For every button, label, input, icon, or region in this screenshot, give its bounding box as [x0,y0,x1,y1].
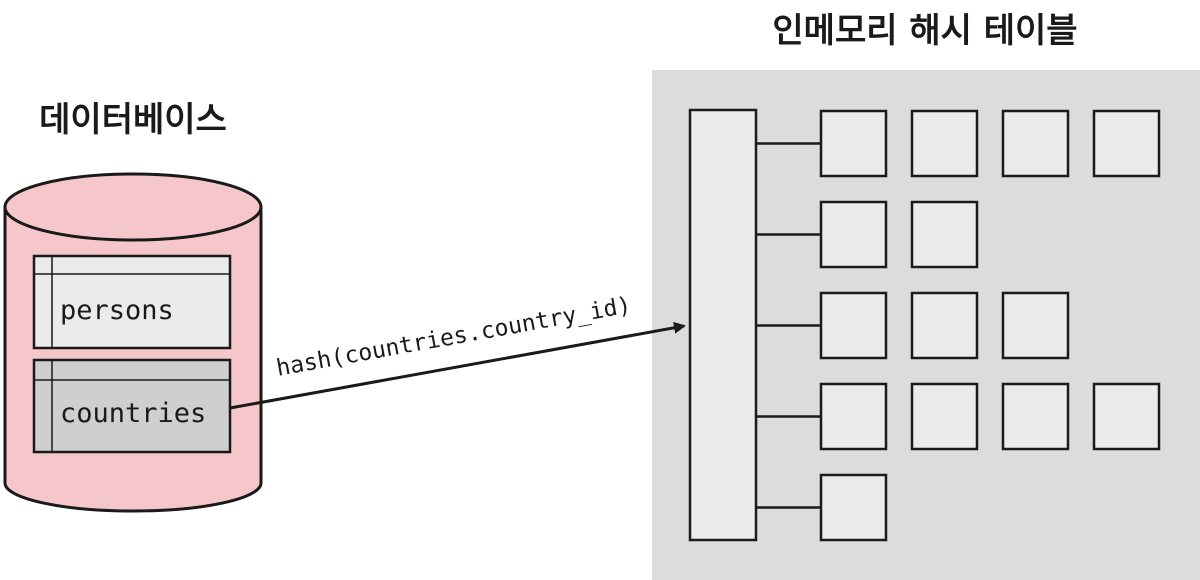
hash-table-title: 인메모리 해시 테이블 [772,11,1077,51]
bucket-entry-3-2 [910,291,979,360]
bucket-entry-5-1 [819,473,888,542]
table-persons: persons [32,254,232,350]
bucket-entry-4-3 [1001,382,1070,451]
table-countries: countries [32,358,232,454]
bucket-entry-1-4 [1092,109,1161,178]
hash-arrow [229,321,686,410]
database-title: 데이터베이스 [39,100,227,140]
bucket-entry-2-1 [819,200,888,269]
bucket-entry-2-2 [910,200,979,269]
bucket-entry-4-1 [819,382,888,451]
table-label-persons: persons [60,295,174,326]
bucket-entry-3-3 [1001,291,1070,360]
table-label-countries: countries [60,398,206,429]
bucket-entry-4-2 [910,382,979,451]
bucket-entry-4-4 [1092,382,1161,451]
bucket-entry-1-2 [910,109,979,178]
bucket-chains [756,109,1161,542]
bucket-array [688,108,758,542]
bucket-entry-1-1 [819,109,888,178]
bucket-entry-1-3 [1001,109,1070,178]
bucket-entry-3-1 [819,291,888,360]
cylinder-top [3,172,263,242]
